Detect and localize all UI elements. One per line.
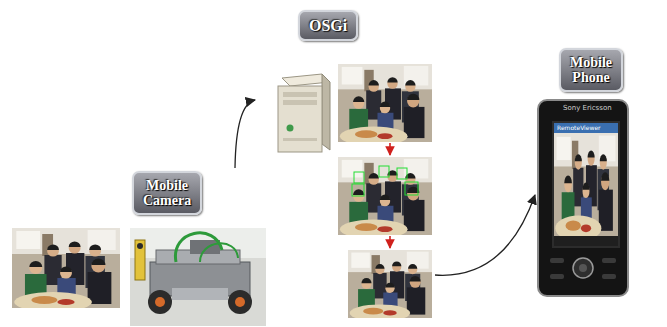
brand-text: Sony Ericsson	[563, 104, 612, 113]
server-node: OSGi	[255, 5, 435, 320]
source-photo	[12, 228, 120, 312]
label-box: OSGi	[298, 10, 358, 41]
phone-node: Mobile Phone	[535, 40, 630, 298]
processed-photos	[338, 64, 432, 321]
label-box: Mobile Phone	[559, 48, 623, 92]
robot-photo	[130, 228, 266, 326]
label-box: Mobile Camera	[132, 171, 202, 215]
camera-node: Mobile Camera	[125, 168, 273, 326]
flow-arrow	[235, 100, 255, 168]
phone-image	[538, 100, 628, 296]
app-title: RemoteViewer	[557, 124, 601, 132]
flow-arrow	[435, 195, 535, 275]
server-icon	[278, 74, 330, 152]
